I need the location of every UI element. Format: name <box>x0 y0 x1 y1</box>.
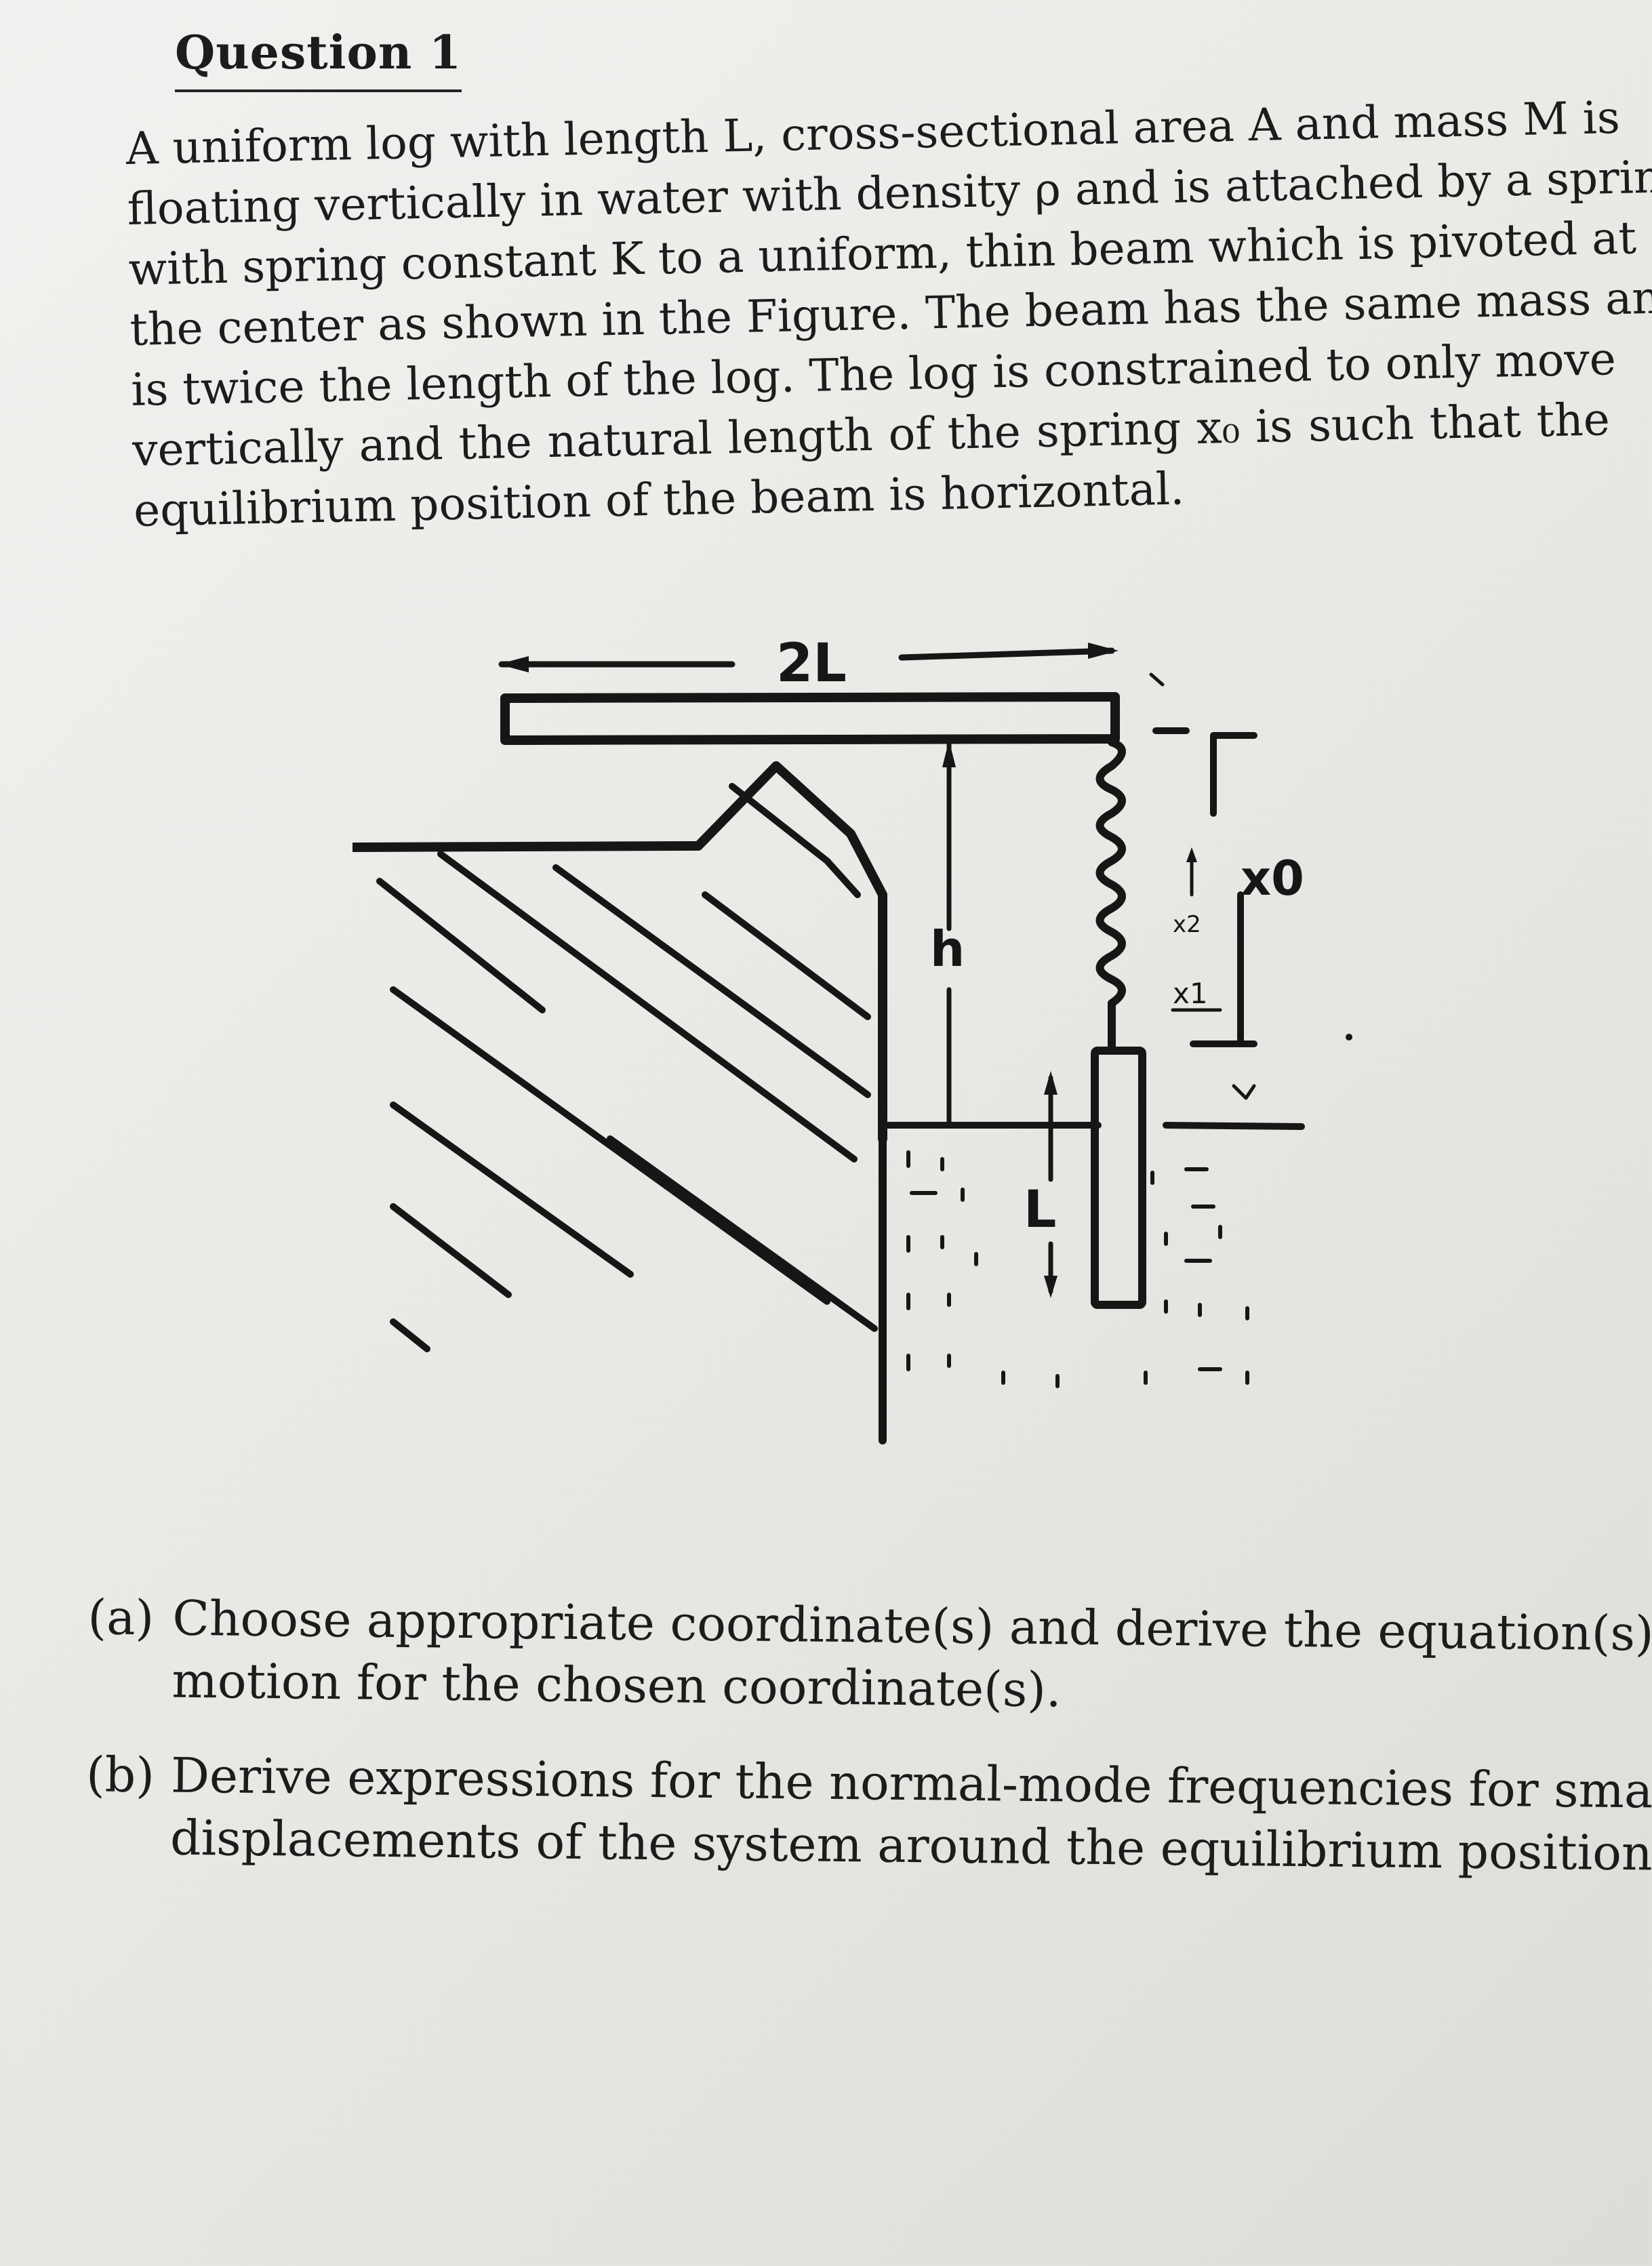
arrowhead-L-top <box>1044 1071 1057 1095</box>
part-label: (b) <box>85 1746 155 1804</box>
arrowhead-h <box>942 740 956 767</box>
question-parts: (a) Choose appropriate coordinate(s) and… <box>64 1586 1652 1917</box>
pivot-support-inner <box>729 783 861 898</box>
label-x0: x0 <box>1241 851 1304 906</box>
beam <box>500 692 1120 745</box>
pivot-support <box>352 761 887 1144</box>
log <box>1091 1047 1146 1309</box>
x0-bracket-lower <box>1190 891 1257 1047</box>
water-surface-right <box>1163 1122 1305 1130</box>
dot-mark <box>1346 1034 1352 1040</box>
arrowhead-L-bottom <box>1044 1276 1057 1298</box>
label-x1: x1 <box>1173 977 1208 1010</box>
label-x2: x2 <box>1173 911 1201 938</box>
ground-hatching <box>376 851 878 1352</box>
log-spring-beam-figure: 2L h L x0 x2 x1 <box>352 633 1352 1444</box>
problem-paragraph: A uniform log with length L, cross-secti… <box>125 87 1652 541</box>
question-title: Question 1 <box>175 26 462 92</box>
label-2L: 2L <box>776 633 847 694</box>
arrowhead-right <box>1088 643 1119 659</box>
check-mark <box>1232 1084 1256 1100</box>
x2-arrowhead <box>1186 847 1197 862</box>
beam-end-slash <box>1149 672 1165 687</box>
arrowhead-left <box>498 656 529 672</box>
label-L: L <box>1024 1179 1056 1239</box>
part-a: (a) Choose appropriate coordinate(s) and… <box>66 1586 1652 1727</box>
dimension-line-2L-right <box>898 647 1115 661</box>
spring <box>1095 738 1126 1055</box>
label-h: h <box>930 920 965 977</box>
x0-bracket <box>1210 732 1257 817</box>
part-label: (a) <box>87 1589 155 1646</box>
part-b: (b) Derive expressions for the normal-mo… <box>65 1743 1652 1884</box>
water-dashes <box>906 1150 1249 1388</box>
